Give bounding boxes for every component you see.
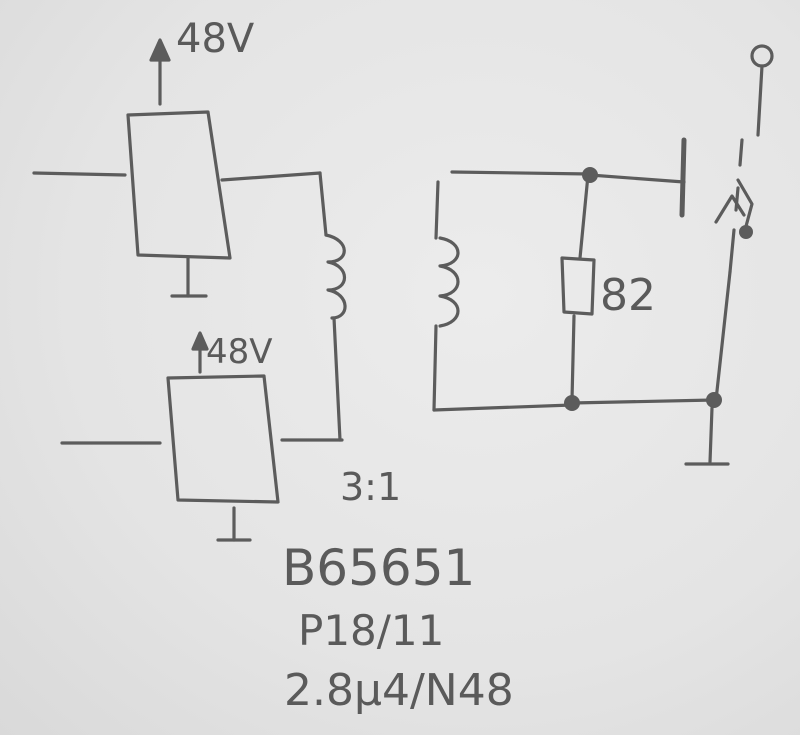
channel-middle xyxy=(734,186,740,212)
secondary-coil xyxy=(438,236,460,328)
upper-driver-box xyxy=(126,110,232,260)
emitter-lead xyxy=(714,270,732,402)
upper-driver-input-wire xyxy=(32,171,127,177)
upper-driver xyxy=(32,38,322,298)
primary-coil xyxy=(324,233,347,320)
upper-supply-arrow-head xyxy=(149,38,171,62)
transformer-ratio-label: 3:1 xyxy=(340,465,401,509)
channel-top xyxy=(738,138,744,167)
lower-driver-box xyxy=(166,374,280,504)
igbt-transistor xyxy=(570,44,774,466)
channel-bottom xyxy=(728,228,736,274)
source-return-rail xyxy=(570,398,716,405)
lower-supply-arrow-head xyxy=(191,331,209,351)
arrow-emitter xyxy=(714,178,754,232)
secondary-left-rail-bottom xyxy=(432,324,438,412)
emitter-node xyxy=(739,225,753,239)
secondary-top-rail xyxy=(450,170,592,176)
resistor-top-lead xyxy=(578,173,590,260)
source-ground-stem xyxy=(708,406,714,464)
transformer-secondary xyxy=(432,170,592,412)
secondary-bottom-rail xyxy=(432,403,574,412)
core-part-number: B65651 xyxy=(282,539,475,597)
gate-plate xyxy=(679,137,687,218)
upper-supply-label: 48V xyxy=(176,16,255,62)
collector-lead xyxy=(756,64,764,137)
primary-top-lead xyxy=(318,171,328,237)
secondary-left-rail-top xyxy=(434,180,440,240)
collector-terminal xyxy=(750,44,774,68)
primary-bottom-lead xyxy=(332,316,342,442)
upper-driver-output-wire xyxy=(220,171,322,182)
resistor-body xyxy=(560,256,596,316)
transformer-primary xyxy=(318,171,347,442)
gate-resistor: 82 xyxy=(560,167,656,411)
lower-driver xyxy=(60,331,344,542)
gate-lead xyxy=(588,173,686,184)
core-size-label: P18/11 xyxy=(298,606,444,655)
resistor-bottom-lead xyxy=(570,314,576,402)
resistor-value-label: 82 xyxy=(600,270,656,321)
lower-supply-label: 48V xyxy=(206,332,273,372)
core-material-label: 2.8µ4/N48 xyxy=(284,665,514,716)
